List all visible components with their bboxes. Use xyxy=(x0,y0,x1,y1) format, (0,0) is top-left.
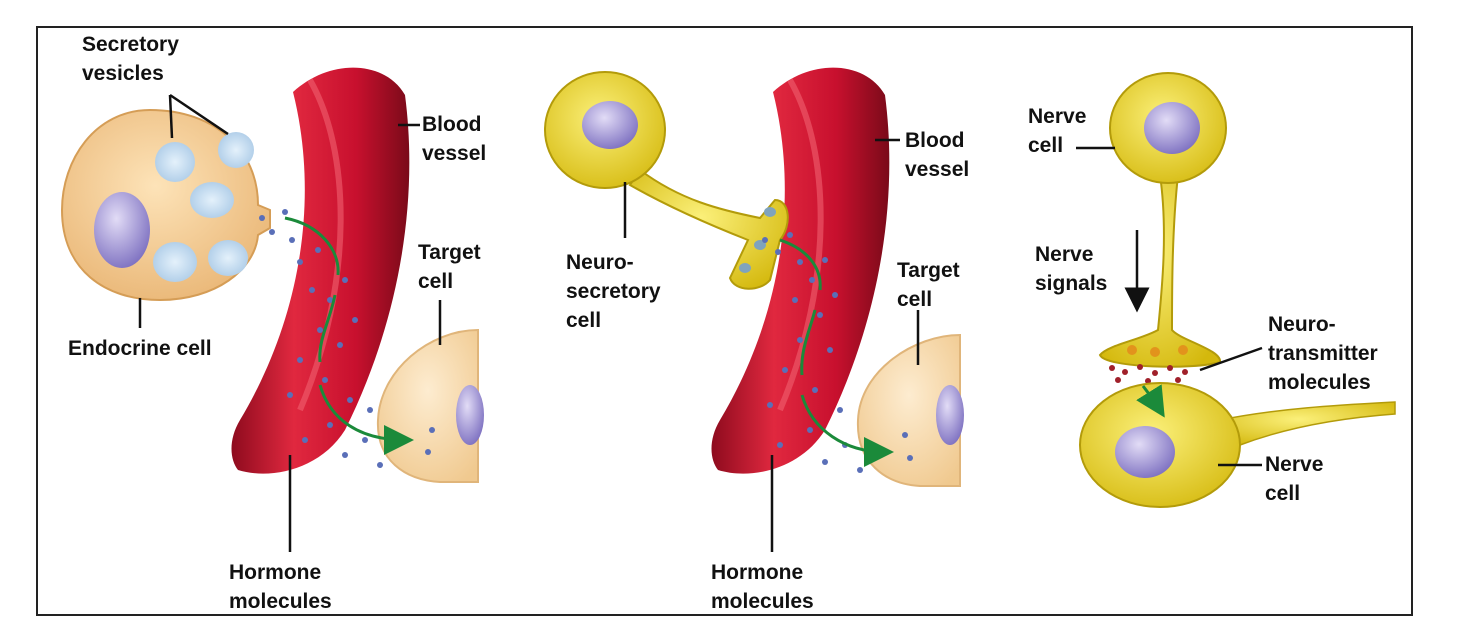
dendrite xyxy=(1218,401,1396,446)
synaptic-vesicles xyxy=(1127,345,1188,357)
neurotransmitter-dots xyxy=(1109,364,1188,384)
leader-lines-3 xyxy=(1076,146,1263,467)
label-nerve-cell-top: Nerve cell xyxy=(1028,105,1087,157)
label-secretory-vesicles: Secretory vesicles xyxy=(82,33,179,85)
label-endocrine-cell: Endocrine cell xyxy=(68,337,212,360)
label-nerve-cell-bottom: Nerve cell xyxy=(1265,453,1324,505)
label-nerve-signals: Nerve signals xyxy=(1035,243,1108,295)
label-blood-vessel-1: Blood vessel xyxy=(422,113,487,165)
flow-arrow-1 xyxy=(284,216,405,440)
leader-lines-1 xyxy=(138,93,442,552)
neurosecretory-vesicles xyxy=(739,207,776,273)
nerve-nucleus-top xyxy=(1144,102,1200,154)
blood-vessel-2 xyxy=(711,67,890,474)
axon xyxy=(1098,174,1221,368)
blood-vessel-1 xyxy=(231,67,410,474)
target-nucleus-2 xyxy=(936,385,964,445)
label-neurosecretory-cell: Neuro- secretory cell xyxy=(566,251,661,332)
secretory-vesicles xyxy=(153,132,254,282)
flow-arrow-2 xyxy=(779,238,885,452)
label-blood-vessel-2: Blood vessel xyxy=(905,129,970,181)
flow-arrow-3 xyxy=(1136,384,1165,418)
leader-lines-2 xyxy=(623,138,920,552)
hormone-dots-2 xyxy=(762,232,913,473)
neurosecretory-nucleus xyxy=(582,101,638,149)
target-nucleus-1 xyxy=(456,385,484,445)
nerve-nucleus-bottom xyxy=(1115,426,1175,478)
hormone-dots-1 xyxy=(259,209,435,468)
figure-frame xyxy=(36,26,1413,616)
endocrine-nucleus xyxy=(94,192,150,268)
label-target-cell-2: Target cell xyxy=(897,259,960,311)
label-hormone-molecules-2: Hormone molecules xyxy=(711,561,814,613)
label-neurotransmitter-molecules: Neuro- transmitter molecules xyxy=(1268,313,1378,394)
label-target-cell-1: Target cell xyxy=(418,241,481,293)
neurosecretory-axon xyxy=(628,168,789,290)
label-hormone-molecules-1: Hormone molecules xyxy=(229,561,332,613)
